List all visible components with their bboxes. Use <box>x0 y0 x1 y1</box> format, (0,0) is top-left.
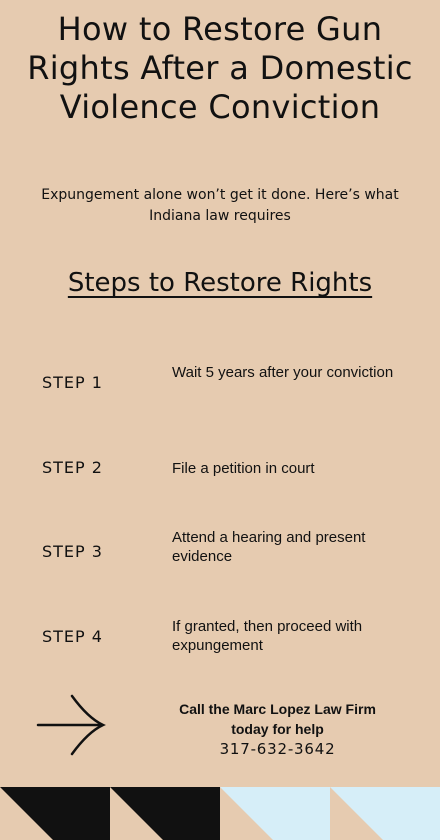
step-3-label: STEP 3 <box>42 542 103 561</box>
page-title: How to Restore Gun Rights After a Domest… <box>27 10 413 126</box>
cta-line-1: Call the Marc Lopez Law Firm <box>179 701 376 717</box>
step-2-label: STEP 2 <box>42 458 103 477</box>
steps-heading: Steps to Restore Rights <box>67 268 373 298</box>
step-2-text: File a petition in court <box>172 460 315 477</box>
arrow-right-icon <box>36 694 106 756</box>
footer-triangle-2 <box>110 787 163 840</box>
step-1-label: STEP 1 <box>42 373 103 392</box>
step-4-label: STEP 4 <box>42 627 103 646</box>
footer-triangle-1 <box>0 787 53 840</box>
step-1-text: Wait 5 years after your conviction <box>172 364 394 381</box>
cta-line-2: today for help <box>231 721 324 737</box>
footer-triangle-3 <box>220 787 273 840</box>
step-3-text: Attend a hearing and present evidence <box>172 529 366 565</box>
call-to-action: Call the Marc Lopez Law Firm today for h… <box>150 699 405 760</box>
phone-number: 317-632-3642 <box>219 740 336 758</box>
footer-triangle-4 <box>330 787 383 840</box>
step-4-text: If granted, then proceed with expungemen… <box>172 618 363 654</box>
page-subtitle: Expungement alone won’t get it done. Her… <box>41 187 399 224</box>
decorative-footer-pattern <box>0 787 440 840</box>
